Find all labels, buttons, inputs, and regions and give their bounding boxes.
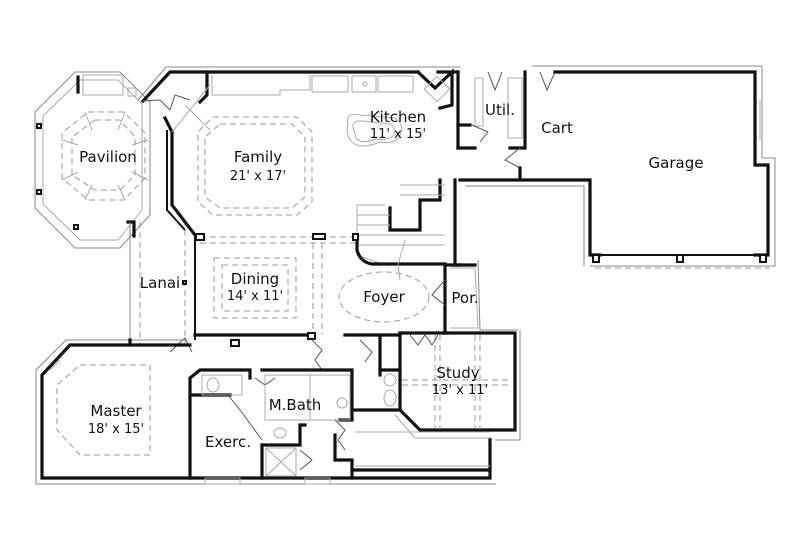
room-label-exercise: Exerc.: [205, 433, 251, 451]
family-room: [197, 75, 414, 216]
kitchen: [346, 68, 454, 147]
room-label-pavilion: Pavilion: [79, 148, 137, 166]
room-label-family: Family: [234, 148, 282, 166]
room-label-garage: Garage: [649, 154, 704, 172]
room-label-porch: Por.: [451, 289, 478, 307]
room-labels: Pavilion Family 21' x 17' Kitchen 11' x …: [79, 101, 703, 451]
room-label-study: Study: [436, 364, 479, 382]
room-label-lanai: Lanai: [140, 274, 180, 292]
lanai-structure: [129, 220, 193, 353]
foyer: [338, 259, 518, 335]
room-label-master: Master: [90, 402, 142, 420]
dining-room: [194, 233, 359, 340]
room-size-kitchen: 11' x 15': [370, 127, 426, 142]
garage: [458, 65, 776, 269]
room-label-mbath: M.Bath: [269, 396, 322, 414]
utility-room: [456, 70, 556, 180]
lower-hall: [350, 431, 492, 472]
room-label-kitchen: Kitchen: [370, 108, 426, 126]
room-size-master: 18' x 15': [88, 422, 144, 437]
room-label-dining: Dining: [231, 270, 279, 288]
pavilion-structure: [34, 71, 151, 249]
room-size-study: 13' x 11': [432, 383, 488, 398]
master-bath: [188, 368, 354, 480]
room-label-cart: Cart: [541, 119, 573, 137]
room-label-foyer: Foyer: [363, 288, 405, 306]
exterior-walls: [137, 66, 460, 238]
room-label-util: Util.: [485, 101, 515, 119]
room-size-dining: 14' x 11': [227, 289, 283, 304]
powder-room: [350, 368, 402, 412]
room-size-family: 21' x 17': [230, 169, 286, 184]
master-suite: [35, 338, 496, 485]
